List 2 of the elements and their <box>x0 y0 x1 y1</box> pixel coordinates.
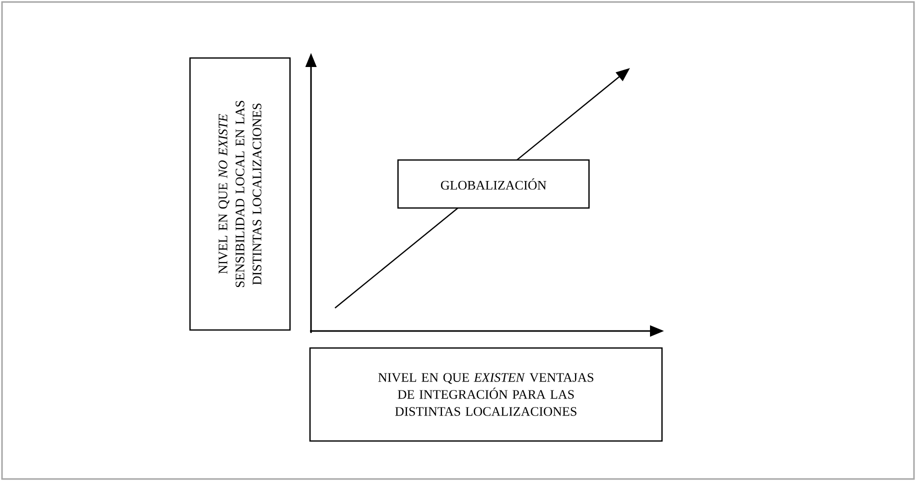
label-box: GLOBALIZACIÓN <box>397 159 590 209</box>
label-box: NIVEL EN QUE EXISTEN VENTAJAS DE INTEGRACIÓN PARA LAS DISTINTAS LOCALIZACIONES <box>309 347 663 442</box>
